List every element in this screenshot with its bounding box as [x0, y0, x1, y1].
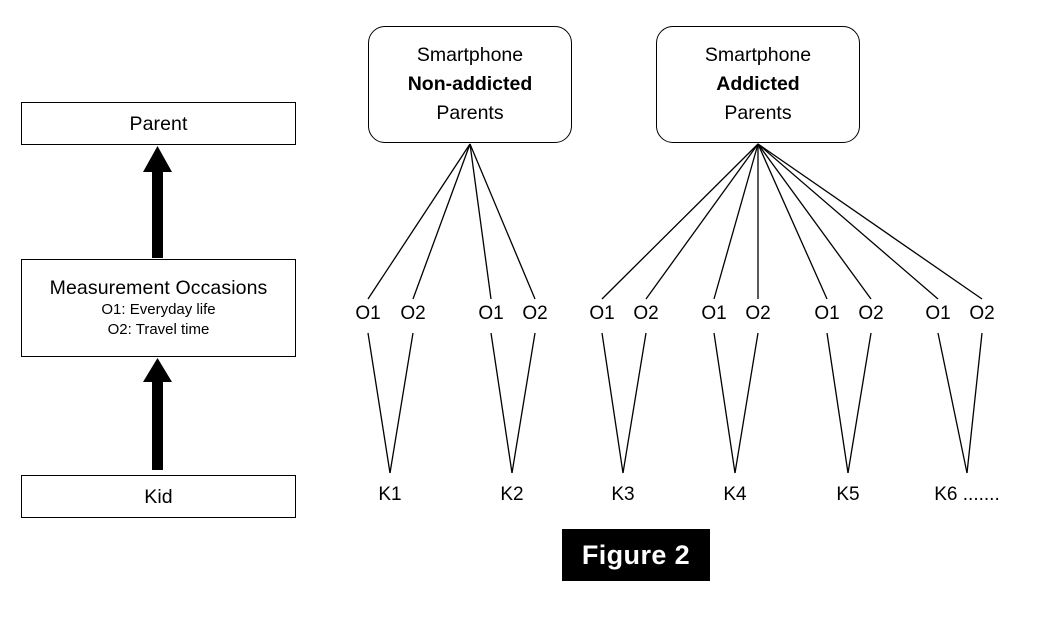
edge-occasion-7-to-K4	[734, 332, 759, 474]
legend-box-parent: Parent	[21, 102, 296, 145]
group-box-non-addicted-parents: Smartphone Non-addicted Parents	[368, 26, 572, 143]
edge-nonaddicted-to-occasion-3	[469, 143, 536, 300]
occasion-node-o2-k1: O2	[400, 303, 426, 324]
legend-arrow-measurement-to-parent	[143, 146, 172, 258]
group-nonaddicted-line2: Non-addicted	[407, 73, 533, 95]
occasion-node-o1-k1: O1	[355, 303, 381, 324]
edge-occasion-1-to-K1	[389, 332, 414, 474]
occasion-node-o2-k5: O2	[858, 303, 884, 324]
group-box-addicted-parents: Smartphone Addicted Parents	[656, 26, 860, 143]
edge-addicted-to-occasion-4	[601, 143, 759, 300]
tree-edges	[367, 143, 983, 474]
edge-occasion-9-to-K5	[847, 332, 872, 474]
occasion-node-o2-k2: O2	[522, 303, 548, 324]
legend-box-measurement-occasions: Measurement Occasions O1: Everyday life …	[21, 259, 296, 357]
kid-node-k3: K3	[611, 484, 635, 505]
edge-occasion-6-to-K4	[713, 332, 736, 474]
edge-addicted-to-occasion-10	[757, 143, 939, 300]
legend-box-kid: Kid	[21, 475, 296, 518]
kid-node-k6: K6 .......	[934, 484, 1000, 505]
group-addicted-line3: Parents	[724, 102, 792, 124]
occasion-node-o1-k5: O1	[814, 303, 840, 324]
edge-occasion-10-to-K6	[937, 332, 968, 474]
edge-occasion-8-to-K5	[826, 332, 849, 474]
occasion-node-o2-k4: O2	[745, 303, 771, 324]
legend-measurement-title: Measurement Occasions	[49, 277, 268, 299]
edge-nonaddicted-to-occasion-0	[367, 143, 471, 300]
kid-node-k2: K2	[500, 484, 524, 505]
legend-parent-title: Parent	[129, 112, 188, 135]
figure-caption: Figure 2	[562, 529, 710, 581]
occasion-node-o2-k6: O2	[969, 303, 995, 324]
group-nonaddicted-line3: Parents	[436, 102, 504, 124]
group-nonaddicted-line1: Smartphone	[416, 44, 524, 66]
legend-kid-title: Kid	[144, 485, 173, 508]
edge-addicted-to-occasion-9	[757, 143, 872, 300]
legend-measurement-o1: O1: Everyday life	[101, 301, 216, 318]
kid-node-k1: K1	[378, 484, 402, 505]
occasion-node-o1-k3: O1	[589, 303, 615, 324]
kid-node-k4: K4	[723, 484, 747, 505]
kid-node-k5: K5	[836, 484, 860, 505]
edge-addicted-to-occasion-6	[713, 143, 759, 300]
legend-measurement-o2: O2: Travel time	[107, 321, 210, 338]
occasion-node-o1-k6: O1	[925, 303, 951, 324]
edge-addicted-to-occasion-8	[757, 143, 828, 300]
occasion-node-o1-k2: O1	[478, 303, 504, 324]
edge-occasion-4-to-K3	[601, 332, 624, 474]
group-addicted-line1: Smartphone	[704, 44, 812, 66]
edge-occasion-5-to-K3	[622, 332, 647, 474]
edge-addicted-to-occasion-5	[645, 143, 759, 300]
edge-occasion-11-to-K6	[966, 332, 983, 474]
edge-addicted-to-occasion-11	[757, 143, 983, 300]
legend-arrow-kid-to-measurement	[143, 358, 172, 470]
edge-nonaddicted-to-occasion-1	[412, 143, 471, 300]
edge-occasion-3-to-K2	[511, 332, 536, 474]
group-addicted-line2: Addicted	[716, 73, 800, 95]
edge-occasion-0-to-K1	[367, 332, 391, 474]
edge-occasion-2-to-K2	[490, 332, 513, 474]
edge-nonaddicted-to-occasion-2	[469, 143, 492, 300]
occasion-node-o2-k3: O2	[633, 303, 659, 324]
occasion-node-o1-k4: O1	[701, 303, 727, 324]
